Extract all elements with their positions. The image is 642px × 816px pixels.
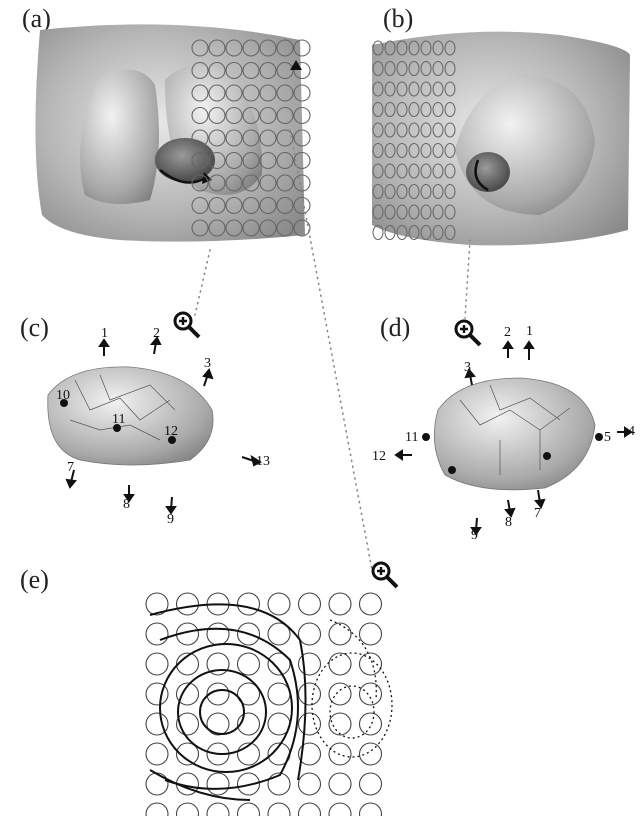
- marker-arrows: [0, 0, 642, 816]
